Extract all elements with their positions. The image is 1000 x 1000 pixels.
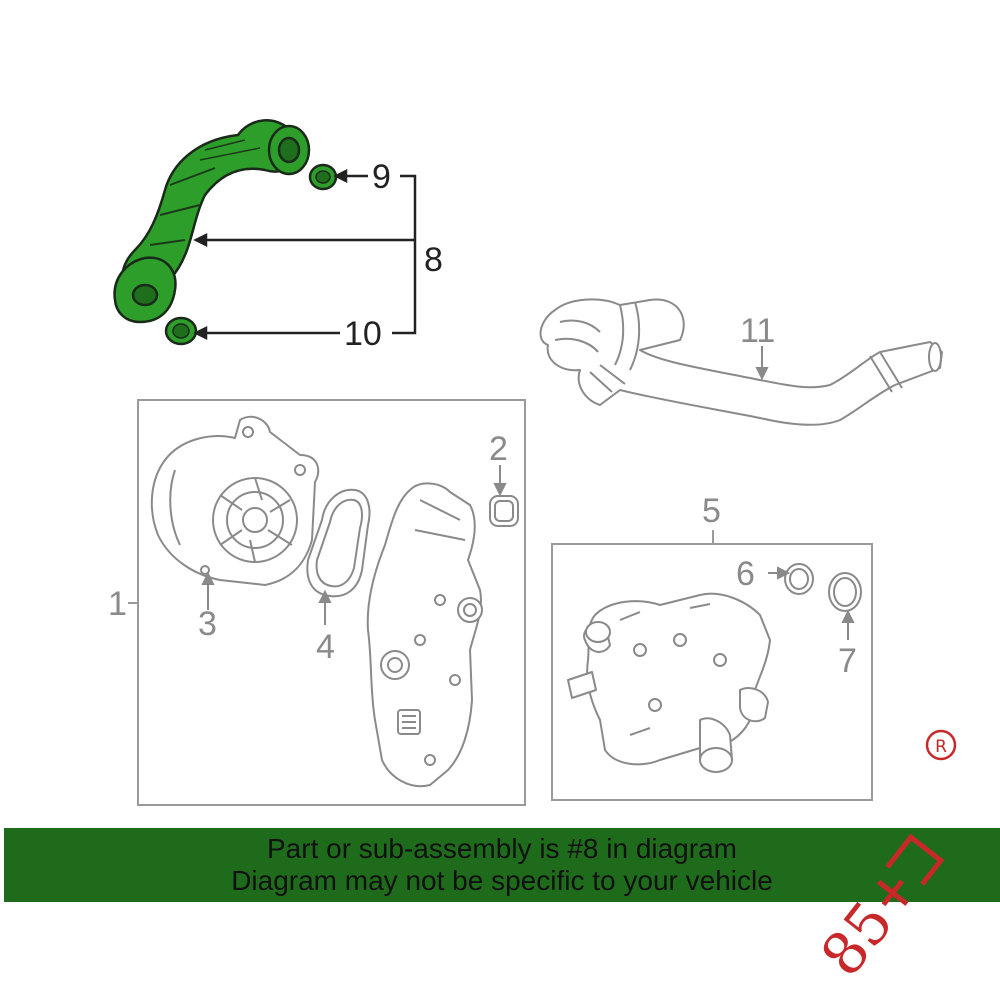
leader-11 <box>755 346 769 381</box>
seller-stamp-logo: 85 <box>810 833 945 989</box>
thermostat-housing <box>567 592 771 773</box>
callout-8: 8 <box>424 241 443 279</box>
radiator-hose-11 <box>539 298 943 426</box>
seal-2 <box>489 495 519 527</box>
callout-4: 4 <box>316 628 335 666</box>
registered-icon: R <box>925 729 957 761</box>
notice-banner: Part or sub-assembly is #8 in diagram Di… <box>4 828 1000 902</box>
notice-line-disclaimer: Diagram may not be specific to your vehi… <box>231 865 773 896</box>
callout-5: 5 <box>702 492 721 530</box>
o-ring-9 <box>308 163 338 191</box>
svg-text:85: 85 <box>810 889 906 989</box>
seal-6 <box>784 563 814 595</box>
notice-line-part: Part or sub-assembly is #8 in diagram <box>267 833 737 864</box>
callout-2: 2 <box>489 430 508 468</box>
seal-7 <box>828 572 862 612</box>
water-pump-3 <box>150 415 320 586</box>
callout-10: 10 <box>344 315 382 353</box>
highlighted-coolant-pipe <box>113 119 311 324</box>
callout-3: 3 <box>198 605 217 643</box>
timing-cover <box>366 482 483 788</box>
o-ring-10 <box>164 316 198 346</box>
callout-6: 6 <box>736 555 755 593</box>
leader-lines-8 <box>193 168 417 341</box>
svg-text:R: R <box>935 737 947 757</box>
callout-11: 11 <box>740 312 775 350</box>
callout-1: 1 <box>108 585 127 623</box>
callout-7: 7 <box>838 642 857 680</box>
gasket-4 <box>306 488 371 598</box>
callout-9: 9 <box>372 158 391 196</box>
